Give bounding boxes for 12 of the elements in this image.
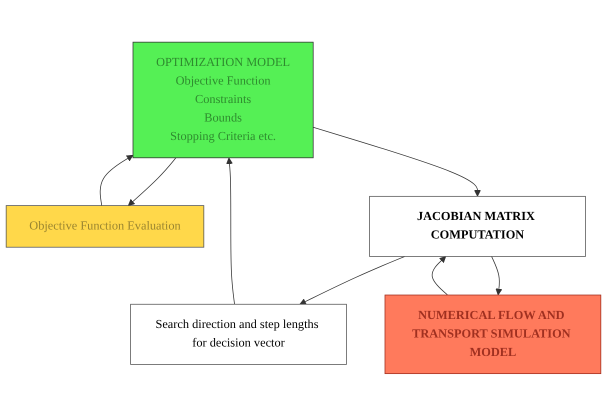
arrow bbox=[128, 157, 176, 206]
node-box: OPTIMIZATION MODEL Objective Function Constraints Bounds Stopping Criteria etc. bbox=[132, 41, 314, 158]
arrow bbox=[432, 256, 448, 295]
node-box: Search direction and step lengths for decision vector bbox=[130, 303, 347, 364]
node-box: Objective Function Evaluation bbox=[6, 204, 204, 248]
arrow bbox=[226, 157, 235, 304]
arrow bbox=[300, 256, 406, 304]
arrow bbox=[312, 126, 481, 196]
node-box: NUMERICAL FLOW AND TRANSPORT SIMULATION MODEL bbox=[384, 294, 602, 374]
arrow bbox=[100, 154, 134, 206]
arrow bbox=[491, 256, 502, 295]
node-box: JACOBIAN MATRIX COMPUTATION bbox=[369, 196, 586, 256]
